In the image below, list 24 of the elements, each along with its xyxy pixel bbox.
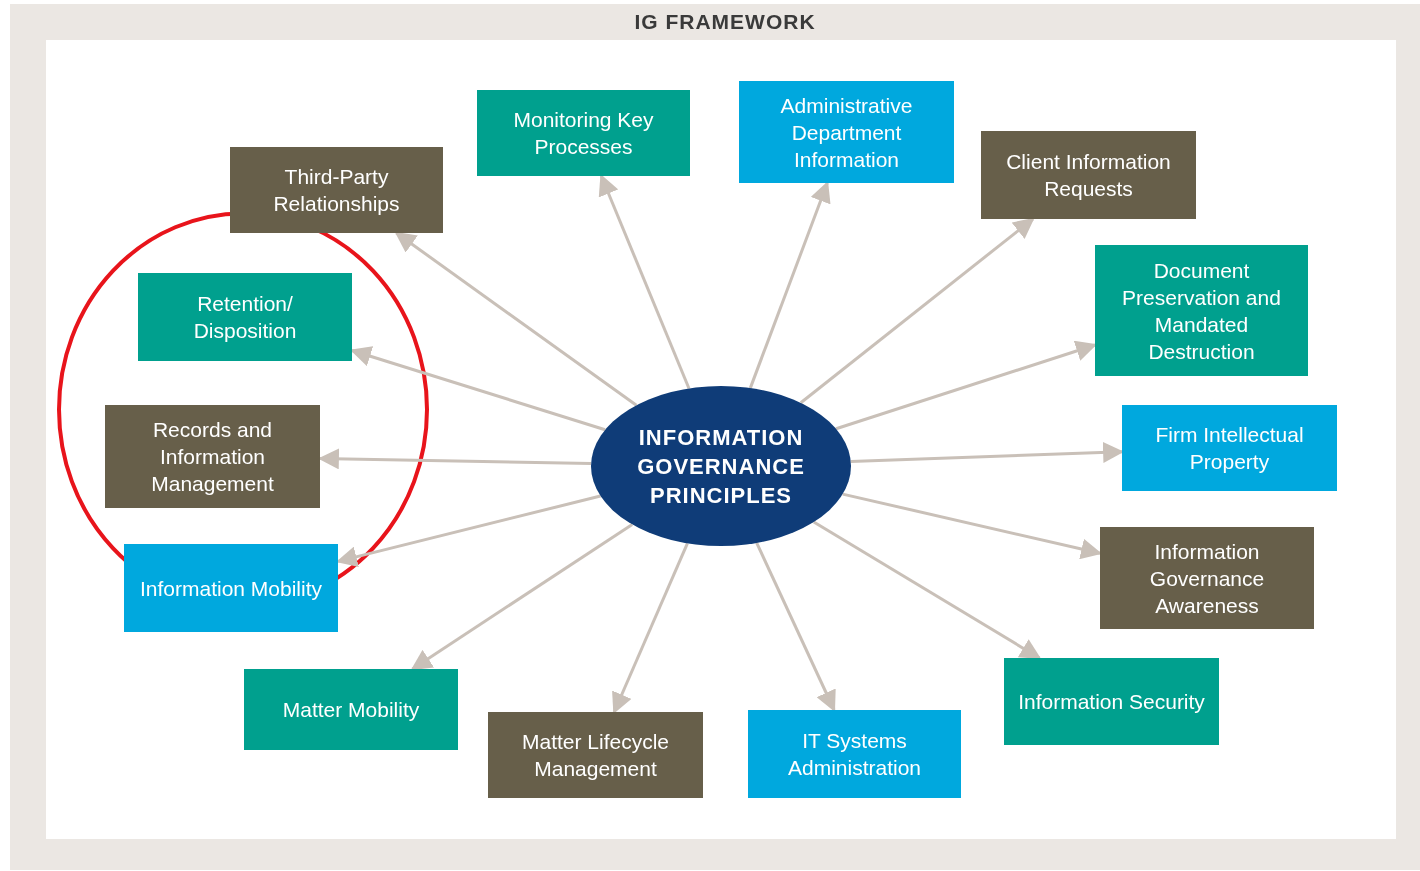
diagram-title: IG FRAMEWORK xyxy=(633,10,817,35)
topic-box: Retention/ Disposition xyxy=(138,273,352,361)
topic-box: IT Systems Administration xyxy=(748,710,961,798)
topic-box: Information Security xyxy=(1004,658,1219,745)
arrow xyxy=(410,523,634,671)
arrow xyxy=(748,181,831,389)
topic-box: Firm Intellectual Property xyxy=(1122,405,1337,491)
arrow xyxy=(755,542,836,712)
topic-box: Matter Lifecycle Management xyxy=(488,712,703,798)
topic-box: Third-Party Relationships xyxy=(230,147,443,233)
arrow xyxy=(813,520,1042,660)
arrow xyxy=(394,231,638,407)
topic-box: Records and Information Management xyxy=(105,405,320,508)
arrow xyxy=(598,174,691,390)
arrow xyxy=(835,340,1097,431)
topic-box: Matter Mobility xyxy=(244,669,458,750)
topic-box: Monitoring Key Processes xyxy=(477,90,690,176)
topic-box: Administrative Department Information xyxy=(739,81,954,183)
topic-box: Client Information Requests xyxy=(981,131,1196,219)
arrow xyxy=(612,542,689,714)
topic-box: Information Mobility xyxy=(124,544,338,632)
topic-box: Document Preservation and Mandated Destruction xyxy=(1095,245,1308,376)
topic-box: Information Governance Awareness xyxy=(1100,527,1314,629)
arrow xyxy=(799,217,1035,404)
